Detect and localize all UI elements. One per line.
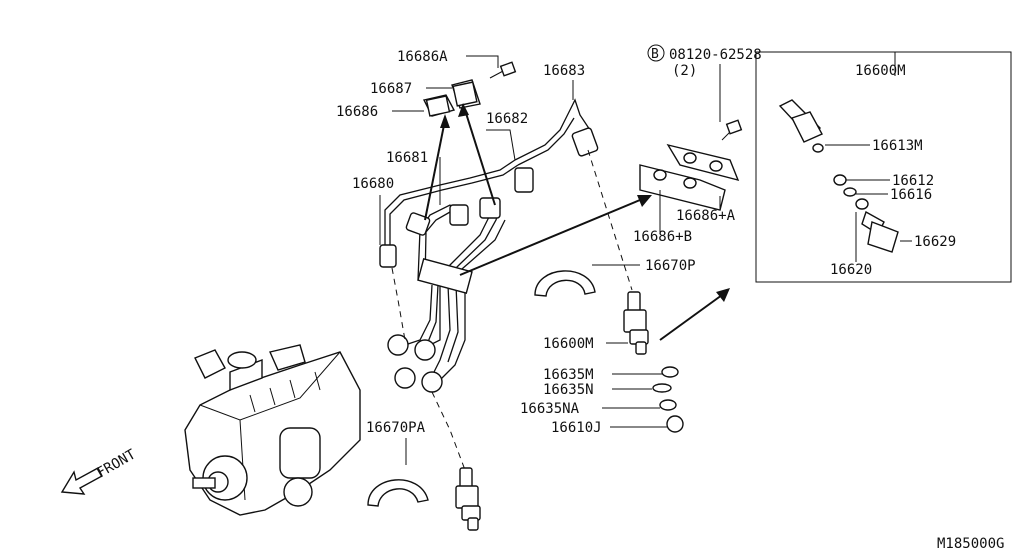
nozzle-detail-parts [778,99,899,253]
label-bolt-qty: (2) [672,63,697,79]
label-16686: 16686 [336,104,378,120]
label-16680: 16680 [352,176,394,192]
injection-tube-assembly [379,98,633,471]
label-16612: 16612 [892,173,934,189]
front-arrow: FRONT [60,446,139,495]
clamp-parts-top [422,61,517,117]
label-16635N: 16635N [543,382,594,398]
bolt-callout: B 08120-62528 (2) [647,44,762,79]
label-bolt-number: 08120-62528 [669,47,762,63]
washer-stack [652,366,684,433]
label-16600M: 16600M [543,336,594,352]
label-16682: 16682 [486,111,528,127]
bolt-symbol: B [651,47,659,62]
label-box-16600M: 16600M [855,63,906,79]
diagram-code: M185000G [937,536,1004,552]
label-16686-plus-A: 16686+A [676,208,736,224]
clamp-parts-right [639,119,743,211]
label-16670P: 16670P [645,258,696,274]
seal-16670PA [367,479,429,507]
label-16629: 16629 [914,234,956,250]
nozzle-lower [455,467,481,531]
label-16670PA: 16670PA [366,420,426,436]
label-16635NA: 16635NA [520,401,580,417]
nozzle-detail-box [755,51,1012,283]
label-16681: 16681 [386,150,428,166]
label-16610J: 16610J [551,420,602,436]
label-16620: 16620 [830,262,872,278]
leader-lines [379,52,912,465]
label-16686A: 16686A [397,49,448,65]
label-16687: 16687 [370,81,412,97]
label-16683: 16683 [543,63,585,79]
label-16686-plus-B: 16686+B [633,229,692,245]
label-16616: 16616 [890,187,932,203]
label-16635M: 16635M [543,367,594,383]
part-labels: 16686A 16687 16686 16683 16682 16681 166… [336,44,956,436]
nozzle-16600M [623,291,649,355]
injection-pump [184,344,361,516]
label-16613M: 16613M [872,138,923,154]
seal-16670P [534,270,596,297]
front-label: FRONT [94,446,139,481]
